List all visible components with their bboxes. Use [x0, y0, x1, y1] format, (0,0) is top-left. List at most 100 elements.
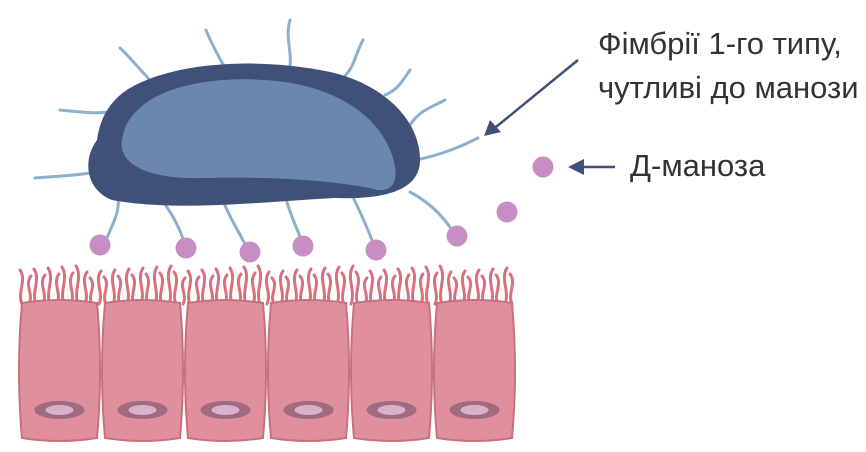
microvillus [242, 265, 249, 306]
mannose-molecule [446, 225, 468, 247]
microvillus [396, 267, 403, 306]
microvillus [306, 267, 313, 306]
arrow-to-mannose-head-icon [568, 159, 584, 175]
microvillus [138, 266, 145, 306]
fimbria [220, 196, 249, 250]
microvillus [124, 267, 131, 306]
microvillus [172, 270, 179, 306]
fimbria [204, 28, 227, 70]
microvillus [418, 272, 425, 306]
mannose-molecules [89, 156, 554, 263]
fimbriae-label: Фімбрії 1-го типу, чутливі до манози [598, 22, 859, 110]
microvillus [102, 275, 109, 306]
fimbria [33, 170, 100, 180]
microvillus [494, 273, 501, 306]
microvillus [264, 270, 271, 306]
bacterium-inner [121, 79, 396, 191]
fimbria [160, 198, 187, 246]
mannose-molecule [89, 234, 111, 256]
microvillus [158, 271, 165, 306]
microvillus [362, 276, 369, 306]
microvillus [446, 270, 453, 306]
microvillus [116, 274, 123, 306]
microvillus [214, 267, 221, 306]
microvillus [354, 270, 361, 306]
fimbria [286, 18, 292, 68]
bacterium [88, 63, 421, 206]
microvillus [348, 264, 355, 306]
microvillus [382, 268, 389, 306]
microvillus [46, 266, 53, 306]
microvilli [18, 264, 515, 306]
microvillus [256, 264, 263, 306]
mannose-molecule [532, 156, 554, 178]
epithelial-cell [184, 299, 267, 442]
epithelial-cell [18, 299, 101, 442]
microvillus [334, 265, 341, 306]
cell-nucleus-core [460, 405, 489, 415]
microvillus [96, 269, 103, 306]
arrow-to-fimbriae-icon [495, 59, 579, 128]
microvillus [32, 267, 39, 306]
microvillus [278, 269, 285, 306]
fimbria [283, 193, 304, 244]
microvillus [432, 271, 439, 306]
microvillus [424, 265, 431, 306]
microvillus [60, 265, 67, 306]
fimbria [408, 190, 454, 232]
fimbria [343, 38, 365, 78]
microvillus [368, 269, 375, 306]
fimbriae-label-line2: чутливі до манози [598, 70, 859, 105]
microvillus [152, 265, 159, 306]
microvillus [250, 271, 257, 306]
microvillus [110, 268, 117, 306]
microvillus [194, 275, 201, 306]
cell-nucleus-core [45, 405, 74, 415]
microvillus [508, 272, 515, 306]
microvillus [438, 264, 445, 306]
microvillus [488, 267, 495, 306]
microvillus [292, 268, 299, 306]
microvillus [270, 276, 277, 306]
mannose-molecule [365, 239, 387, 261]
microvillus [200, 268, 207, 306]
epithelial-cells [18, 299, 516, 442]
microvillus [166, 264, 173, 306]
microvillus [326, 272, 333, 306]
fimbria [105, 196, 120, 240]
epithelial-cell [101, 299, 184, 442]
cell-nucleus-core [294, 405, 323, 415]
mannose-molecule [239, 241, 261, 263]
microvillus [410, 266, 417, 306]
epithelial-cell [267, 299, 350, 442]
microvillus [82, 270, 89, 306]
microvillus [88, 276, 95, 306]
cell-nucleus-core [128, 405, 157, 415]
arrow-to-fimbriae-head-icon [484, 120, 501, 136]
mannose-label: Д-маноза [630, 148, 766, 183]
arrows [484, 59, 615, 175]
microvillus [340, 271, 347, 306]
microvillus [474, 268, 481, 306]
microvillus [74, 264, 81, 306]
cell-nucleus-core [377, 405, 406, 415]
cell-nucleus-core [211, 405, 240, 415]
microvillus [502, 266, 509, 306]
fimbria [408, 98, 447, 127]
fimbria [350, 193, 376, 248]
microvillus [180, 276, 187, 306]
microvillus [228, 266, 235, 306]
fimbriae-label-line1: Фімбрії 1-го типу, [598, 26, 842, 61]
microvillus [460, 269, 467, 306]
microvillus [18, 268, 25, 306]
mannose-molecule [175, 237, 197, 259]
epithelial-cell [350, 299, 433, 442]
mannose-molecule [292, 235, 314, 257]
mannose-molecule [496, 201, 518, 223]
microvillus [26, 274, 33, 306]
microvillus [186, 269, 193, 306]
fimbria [414, 136, 480, 162]
fimbria [118, 46, 152, 82]
fimbria [383, 68, 412, 97]
